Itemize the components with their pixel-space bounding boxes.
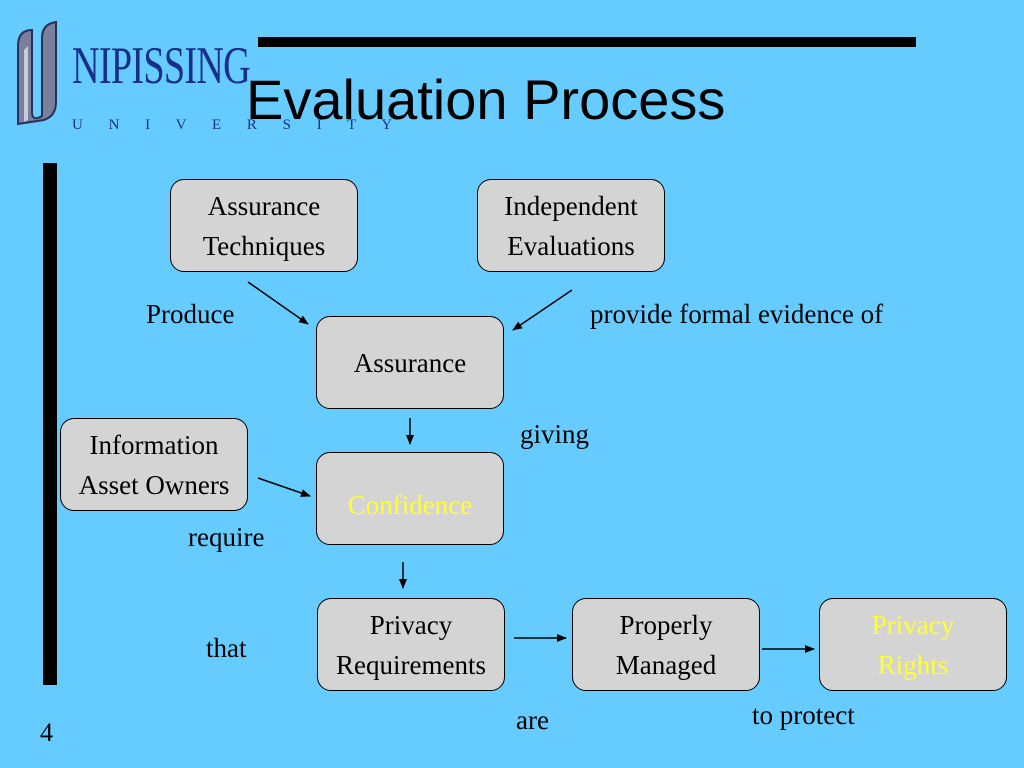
node-privacy-rights: Privacy Rights bbox=[819, 598, 1007, 691]
node-assurance: Assurance bbox=[316, 316, 504, 409]
node-label: Assurance Techniques bbox=[202, 190, 326, 261]
node-label: Properly Managed bbox=[615, 609, 717, 680]
node-properly-managed: Properly Managed bbox=[572, 598, 760, 691]
arrow-techniques-to-assurance bbox=[247, 281, 309, 325]
edge-label-require: require bbox=[188, 522, 265, 552]
edge-label-that: that bbox=[206, 633, 247, 663]
logo-subtitle: U N I V E R S I T Y bbox=[72, 117, 404, 133]
arrow-evaluations-to-assurance bbox=[512, 289, 573, 331]
node-label: Privacy Rights bbox=[871, 609, 955, 680]
page-number: 4 bbox=[40, 718, 53, 747]
arrow-owners-to-confidence bbox=[257, 477, 311, 497]
edge-label-produce: Produce bbox=[146, 299, 235, 329]
nipissing-logo: NIPISSING U N I V E R S I T Y bbox=[12, 14, 392, 133]
left-accent-bar bbox=[43, 163, 57, 685]
node-label: Information Asset Owners bbox=[78, 429, 230, 500]
node-label: Confidence bbox=[347, 489, 473, 520]
edge-label-are: are bbox=[516, 705, 549, 735]
slide-title: Evaluation Process bbox=[246, 68, 726, 131]
node-information-asset-owners: Information Asset Owners bbox=[60, 418, 248, 511]
node-label: Independent Evaluations bbox=[504, 190, 638, 261]
edge-label-giving: giving bbox=[520, 419, 590, 449]
node-confidence: Confidence bbox=[316, 452, 504, 545]
node-assurance-techniques: Assurance Techniques bbox=[170, 179, 358, 272]
logo-wordmark: NIPISSING bbox=[72, 37, 251, 95]
edge-label-provide-formal-evidence: provide formal evidence of bbox=[590, 299, 884, 329]
node-independent-evaluations: Independent Evaluations bbox=[477, 179, 665, 272]
node-label: Assurance bbox=[353, 347, 467, 378]
logo-emblem-icon bbox=[17, 20, 57, 126]
edge-label-to-protect: to protect bbox=[752, 700, 855, 730]
title-rule bbox=[258, 37, 916, 47]
node-label: Privacy Requirements bbox=[336, 609, 486, 680]
node-privacy-requirements: Privacy Requirements bbox=[317, 598, 505, 691]
